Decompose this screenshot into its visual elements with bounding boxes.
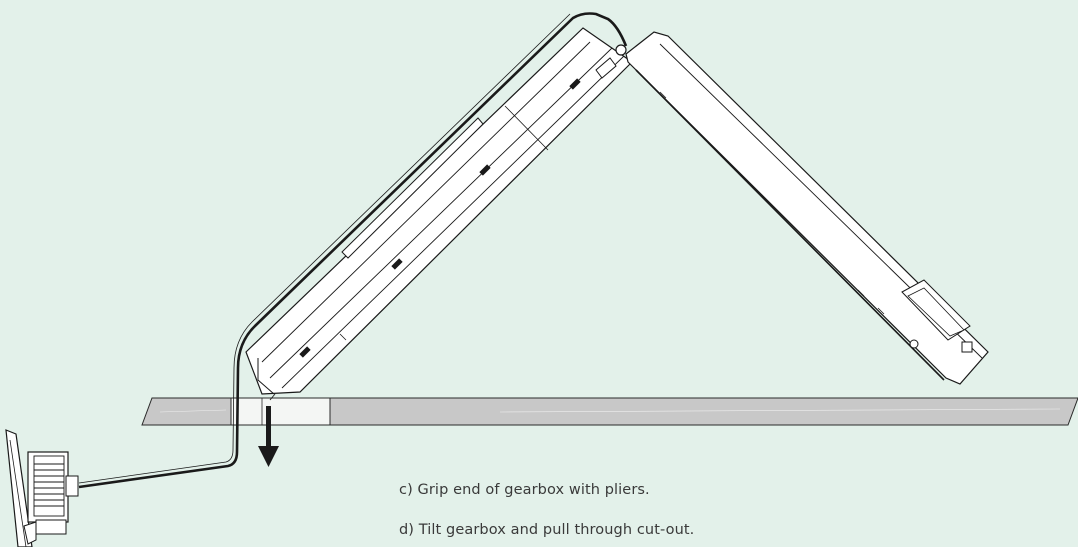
surface-shading <box>159 409 227 413</box>
gearbox-left-arm <box>245 27 633 401</box>
surface-right-segment <box>329 397 1078 426</box>
gearbox-right-arm <box>615 31 989 385</box>
instruction-step-c: c) Grip end of gearbox with pliers. <box>399 482 650 498</box>
surface-cut-out <box>230 397 331 426</box>
surface-shading <box>499 408 1061 413</box>
connector-plug <box>5 429 79 547</box>
pivot-joint <box>615 44 627 56</box>
surface-left-segment <box>141 397 232 426</box>
mounting-surface <box>141 397 1078 426</box>
arrow-down-icon <box>258 406 279 467</box>
gearbox-right-arm-body <box>625 31 989 385</box>
cable <box>78 12 628 489</box>
gearbox-left-arm-body <box>245 27 633 395</box>
instruction-step-d: d) Tilt gearbox and pull through cut-out… <box>399 522 695 538</box>
